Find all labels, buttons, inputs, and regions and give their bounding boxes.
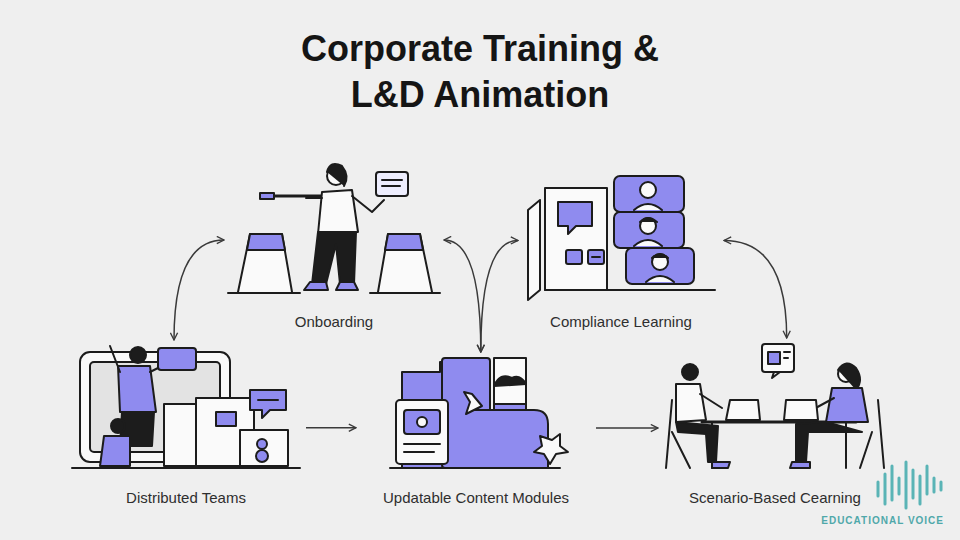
connector-arrow — [174, 240, 224, 340]
connector-arrow — [306, 427, 356, 429]
content-modules — [390, 358, 568, 468]
node-caption: Distributed Teams — [66, 489, 306, 506]
panel-node: Updatable Content Modules — [356, 352, 596, 506]
panel-node: Onboarding — [224, 150, 444, 330]
connector-arrow — [481, 240, 518, 352]
node-caption: Updatable Content Modules — [356, 489, 596, 506]
node-caption: Scenario-Based Cearning — [658, 489, 892, 506]
panel-node: Distributed Teams — [66, 340, 306, 506]
node-caption: Compliance Learning — [518, 313, 724, 330]
compliance-board — [528, 176, 715, 300]
watermark: EDUCATIONAL VOICE — [821, 515, 944, 526]
connector-arrow — [444, 240, 481, 352]
panel-node: Scenario-Based Cearning — [658, 338, 892, 506]
node-caption: Onboarding — [224, 313, 444, 330]
logo-mark — [878, 462, 941, 508]
connector-arrow — [596, 427, 658, 429]
diagram-title: Corporate Training & L&D Animation — [280, 26, 680, 118]
two-people-table — [666, 344, 884, 468]
panel-node: Compliance Learning — [518, 170, 724, 330]
team-workspace — [72, 346, 300, 468]
connector-arrow — [724, 240, 787, 338]
presenter-figure — [260, 164, 408, 290]
